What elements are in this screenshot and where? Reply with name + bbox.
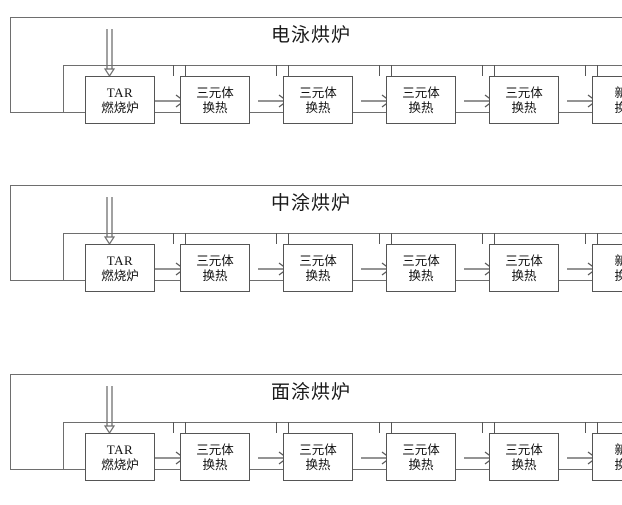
unit-box-heat-exchanger[interactable]: 三元体 换热	[283, 433, 353, 481]
unit-label-line1: 三元体	[505, 85, 543, 100]
unit-label-line1: 三元体	[402, 85, 440, 100]
unit-box-tar-burner[interactable]: TAR 燃烧炉	[85, 76, 155, 124]
unit-box-heat-exchanger[interactable]: 三元体 换热	[489, 433, 559, 481]
unit-label-line2: 换热	[511, 100, 537, 115]
duct-stub-pair	[482, 422, 496, 433]
duct-stub-pair	[585, 233, 599, 244]
unit-label-line2: 换热	[305, 100, 331, 115]
unit-box-heat-exchanger[interactable]: 三元体 换热	[489, 76, 559, 124]
unit-label-line1: 三元体	[299, 253, 337, 268]
unit-box-heat-exchanger[interactable]: 三元体 换热	[283, 244, 353, 292]
duct-stub-pair	[585, 65, 599, 76]
unit-label-line1: 三元体	[505, 253, 543, 268]
unit-label-line2: 换热	[202, 268, 228, 283]
unit-label-line1: 三元体	[402, 442, 440, 457]
unit-label-line1: 新风	[614, 85, 622, 100]
unit-box-fresh-air-heat-exchanger[interactable]: 新风 换热	[592, 76, 622, 124]
unit-box-heat-exchanger[interactable]: 三元体 换热	[386, 76, 456, 124]
duct-line	[63, 65, 622, 66]
duct-stub-pair	[173, 65, 187, 76]
unit-box-tar-burner[interactable]: TAR 燃烧炉	[85, 244, 155, 292]
unit-label-line1: 三元体	[196, 442, 234, 457]
unit-label-line1: 三元体	[299, 442, 337, 457]
unit-label-line2: 换热	[511, 457, 537, 472]
unit-label-line1: 三元体	[505, 442, 543, 457]
duct-stub-pair	[276, 422, 290, 433]
unit-label-line1: 三元体	[196, 253, 234, 268]
duct-stub-pair	[276, 233, 290, 244]
unit-label-line1: TAR	[106, 253, 134, 268]
duct-stub-pair	[482, 233, 496, 244]
duct-stub-pair	[379, 65, 393, 76]
unit-label-line2: 换热	[305, 457, 331, 472]
duct-stub-pair	[276, 65, 290, 76]
unit-box-heat-exchanger[interactable]: 三元体 换热	[489, 244, 559, 292]
duct-stub-pair	[585, 422, 599, 433]
unit-label-line2: 燃烧炉	[101, 268, 139, 283]
unit-label-line1: 三元体	[196, 85, 234, 100]
unit-label-line1: TAR	[106, 85, 134, 100]
unit-box-heat-exchanger[interactable]: 三元体 换热	[283, 76, 353, 124]
unit-label-line1: 新风	[614, 442, 622, 457]
unit-label-line2: 换热	[614, 268, 622, 283]
duct-stub-pair	[173, 422, 187, 433]
enclosure-notch	[10, 233, 64, 281]
unit-label-line1: TAR	[106, 442, 134, 457]
page-title: 电泳烘炉	[270, 24, 351, 46]
unit-box-fresh-air-heat-exchanger[interactable]: 新风 换热	[592, 433, 622, 481]
duct-stub-pair	[379, 233, 393, 244]
unit-box-tar-burner[interactable]: TAR 燃烧炉	[85, 433, 155, 481]
duct-stub-pair	[482, 65, 496, 76]
page-title: 中涂烘炉	[270, 192, 351, 214]
unit-box-heat-exchanger[interactable]: 三元体 换热	[386, 433, 456, 481]
unit-label-line2: 换热	[614, 457, 622, 472]
unit-label-line2: 燃烧炉	[101, 457, 139, 472]
duct-line	[63, 422, 622, 423]
unit-box-fresh-air-heat-exchanger[interactable]: 新风 换热	[592, 244, 622, 292]
duct-stub-pair	[379, 422, 393, 433]
duct-stub-pair	[173, 233, 187, 244]
unit-label-line1: 新风	[614, 253, 622, 268]
page-title: 面涂烘炉	[270, 381, 351, 403]
unit-label-line2: 换热	[408, 457, 434, 472]
unit-box-heat-exchanger[interactable]: 三元体 换热	[386, 244, 456, 292]
unit-label-line1: 三元体	[299, 85, 337, 100]
unit-label-line2: 换热	[511, 268, 537, 283]
enclosure-notch	[10, 65, 64, 113]
unit-label-line2: 换热	[202, 457, 228, 472]
unit-label-line2: 换热	[614, 100, 622, 115]
enclosure-notch	[10, 422, 64, 470]
unit-label-line2: 换热	[408, 268, 434, 283]
unit-label-line2: 换热	[305, 268, 331, 283]
unit-label-line2: 换热	[408, 100, 434, 115]
unit-label-line1: 三元体	[402, 253, 440, 268]
unit-box-heat-exchanger[interactable]: 三元体 换热	[180, 76, 250, 124]
duct-line	[63, 233, 622, 234]
unit-label-line2: 燃烧炉	[101, 100, 139, 115]
unit-label-line2: 换热	[202, 100, 228, 115]
unit-box-heat-exchanger[interactable]: 三元体 换热	[180, 433, 250, 481]
unit-box-heat-exchanger[interactable]: 三元体 换热	[180, 244, 250, 292]
